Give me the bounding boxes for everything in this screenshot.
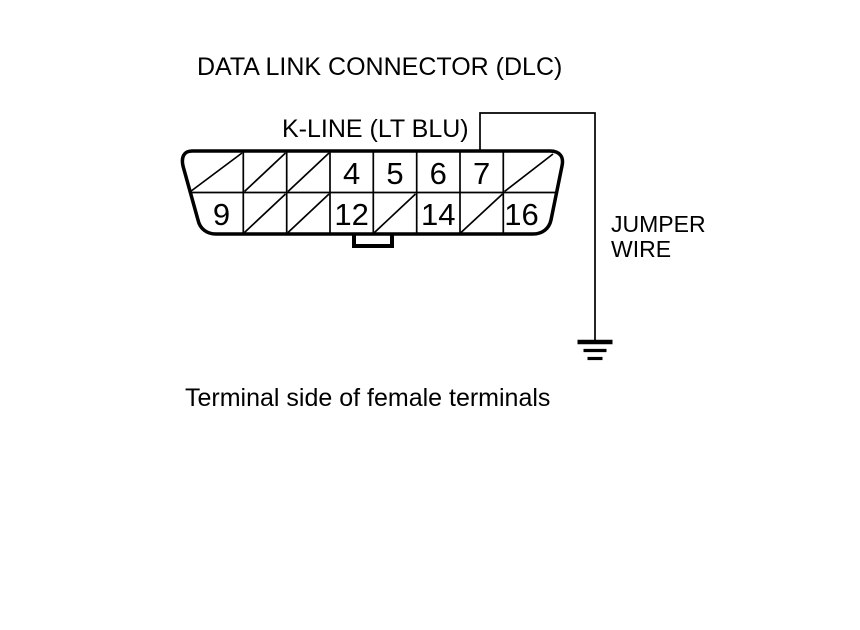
unused-pin-slash bbox=[243, 193, 287, 234]
dlc-connector: 4 5 6 7 9 12 14 16 bbox=[180, 149, 565, 248]
k-line-label: K-LINE (LT BLU) bbox=[282, 115, 469, 143]
keying-notch bbox=[352, 234, 394, 248]
pin-16-label: 16 bbox=[504, 197, 538, 232]
pin-14-label: 14 bbox=[421, 197, 455, 232]
pin-5-label: 5 bbox=[386, 156, 403, 191]
pin-grid-lines bbox=[189, 151, 557, 234]
pin-4-label: 4 bbox=[343, 156, 360, 191]
pin-9-label: 9 bbox=[213, 197, 230, 232]
unused-pin-slash bbox=[287, 152, 330, 193]
caption: Terminal side of female terminals bbox=[185, 384, 550, 412]
diagram-title: DATA LINK CONNECTOR (DLC) bbox=[197, 53, 562, 81]
pin-7-label: 7 bbox=[473, 156, 490, 191]
ground-icon bbox=[577, 339, 613, 361]
pin-numbers: 4 5 6 7 9 12 14 16 bbox=[213, 156, 539, 232]
jumper-wire-label: JUMPER WIRE bbox=[611, 211, 706, 262]
unused-pin-slash bbox=[243, 152, 287, 193]
unused-pin-slash bbox=[503, 153, 554, 193]
unused-pin-slash bbox=[189, 152, 243, 193]
jumper-wire-label-line2: WIRE bbox=[611, 236, 671, 262]
unused-pin-slashes bbox=[189, 152, 554, 234]
pin-12-label: 12 bbox=[334, 197, 368, 232]
unused-pin-slash bbox=[287, 193, 330, 234]
dlc-connector-outline bbox=[180, 149, 565, 236]
jumper-wire-line bbox=[479, 112, 596, 340]
jumper-wire-label-line1: JUMPER bbox=[611, 211, 706, 237]
unused-pin-slash bbox=[460, 193, 504, 234]
pin-6-label: 6 bbox=[430, 156, 447, 191]
unused-pin-slash bbox=[373, 193, 417, 234]
